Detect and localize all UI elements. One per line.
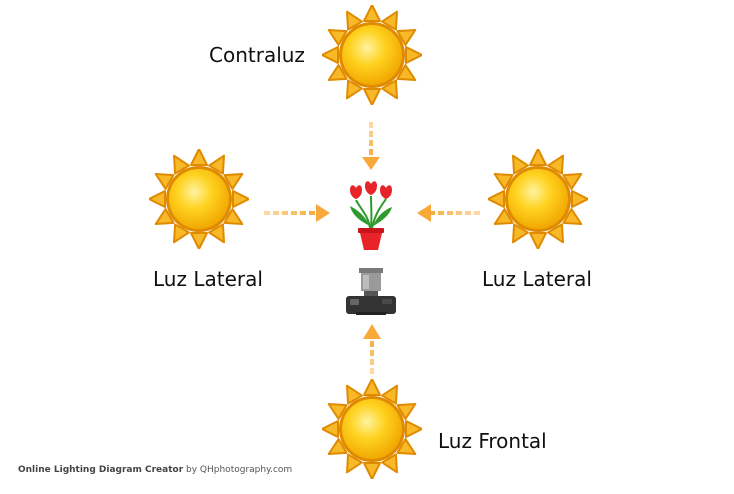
label-back-light: Contraluz xyxy=(209,43,305,67)
sun-icon-right xyxy=(488,149,588,249)
sun-icon-back xyxy=(322,5,422,105)
label-front-light: Luz Frontal xyxy=(438,429,547,453)
camera-icon xyxy=(346,268,396,315)
credit-strong: Online Lighting Diagram Creator xyxy=(18,465,184,475)
flower-pot-icon xyxy=(350,181,392,250)
arrow-icon-left xyxy=(417,204,480,222)
arrow-icon-up xyxy=(363,324,381,374)
arrow-icon-right xyxy=(264,204,330,222)
arrow-icon-down xyxy=(362,122,380,170)
sun-icon-front xyxy=(322,379,422,479)
credit-line: Online Lighting Diagram Creator by QHpho… xyxy=(18,465,292,475)
credit-rest: by QHphotography.com xyxy=(183,465,293,475)
label-side-light-left: Luz Lateral xyxy=(153,267,263,291)
label-side-light-right: Luz Lateral xyxy=(482,267,592,291)
sun-icon-left xyxy=(149,149,249,249)
